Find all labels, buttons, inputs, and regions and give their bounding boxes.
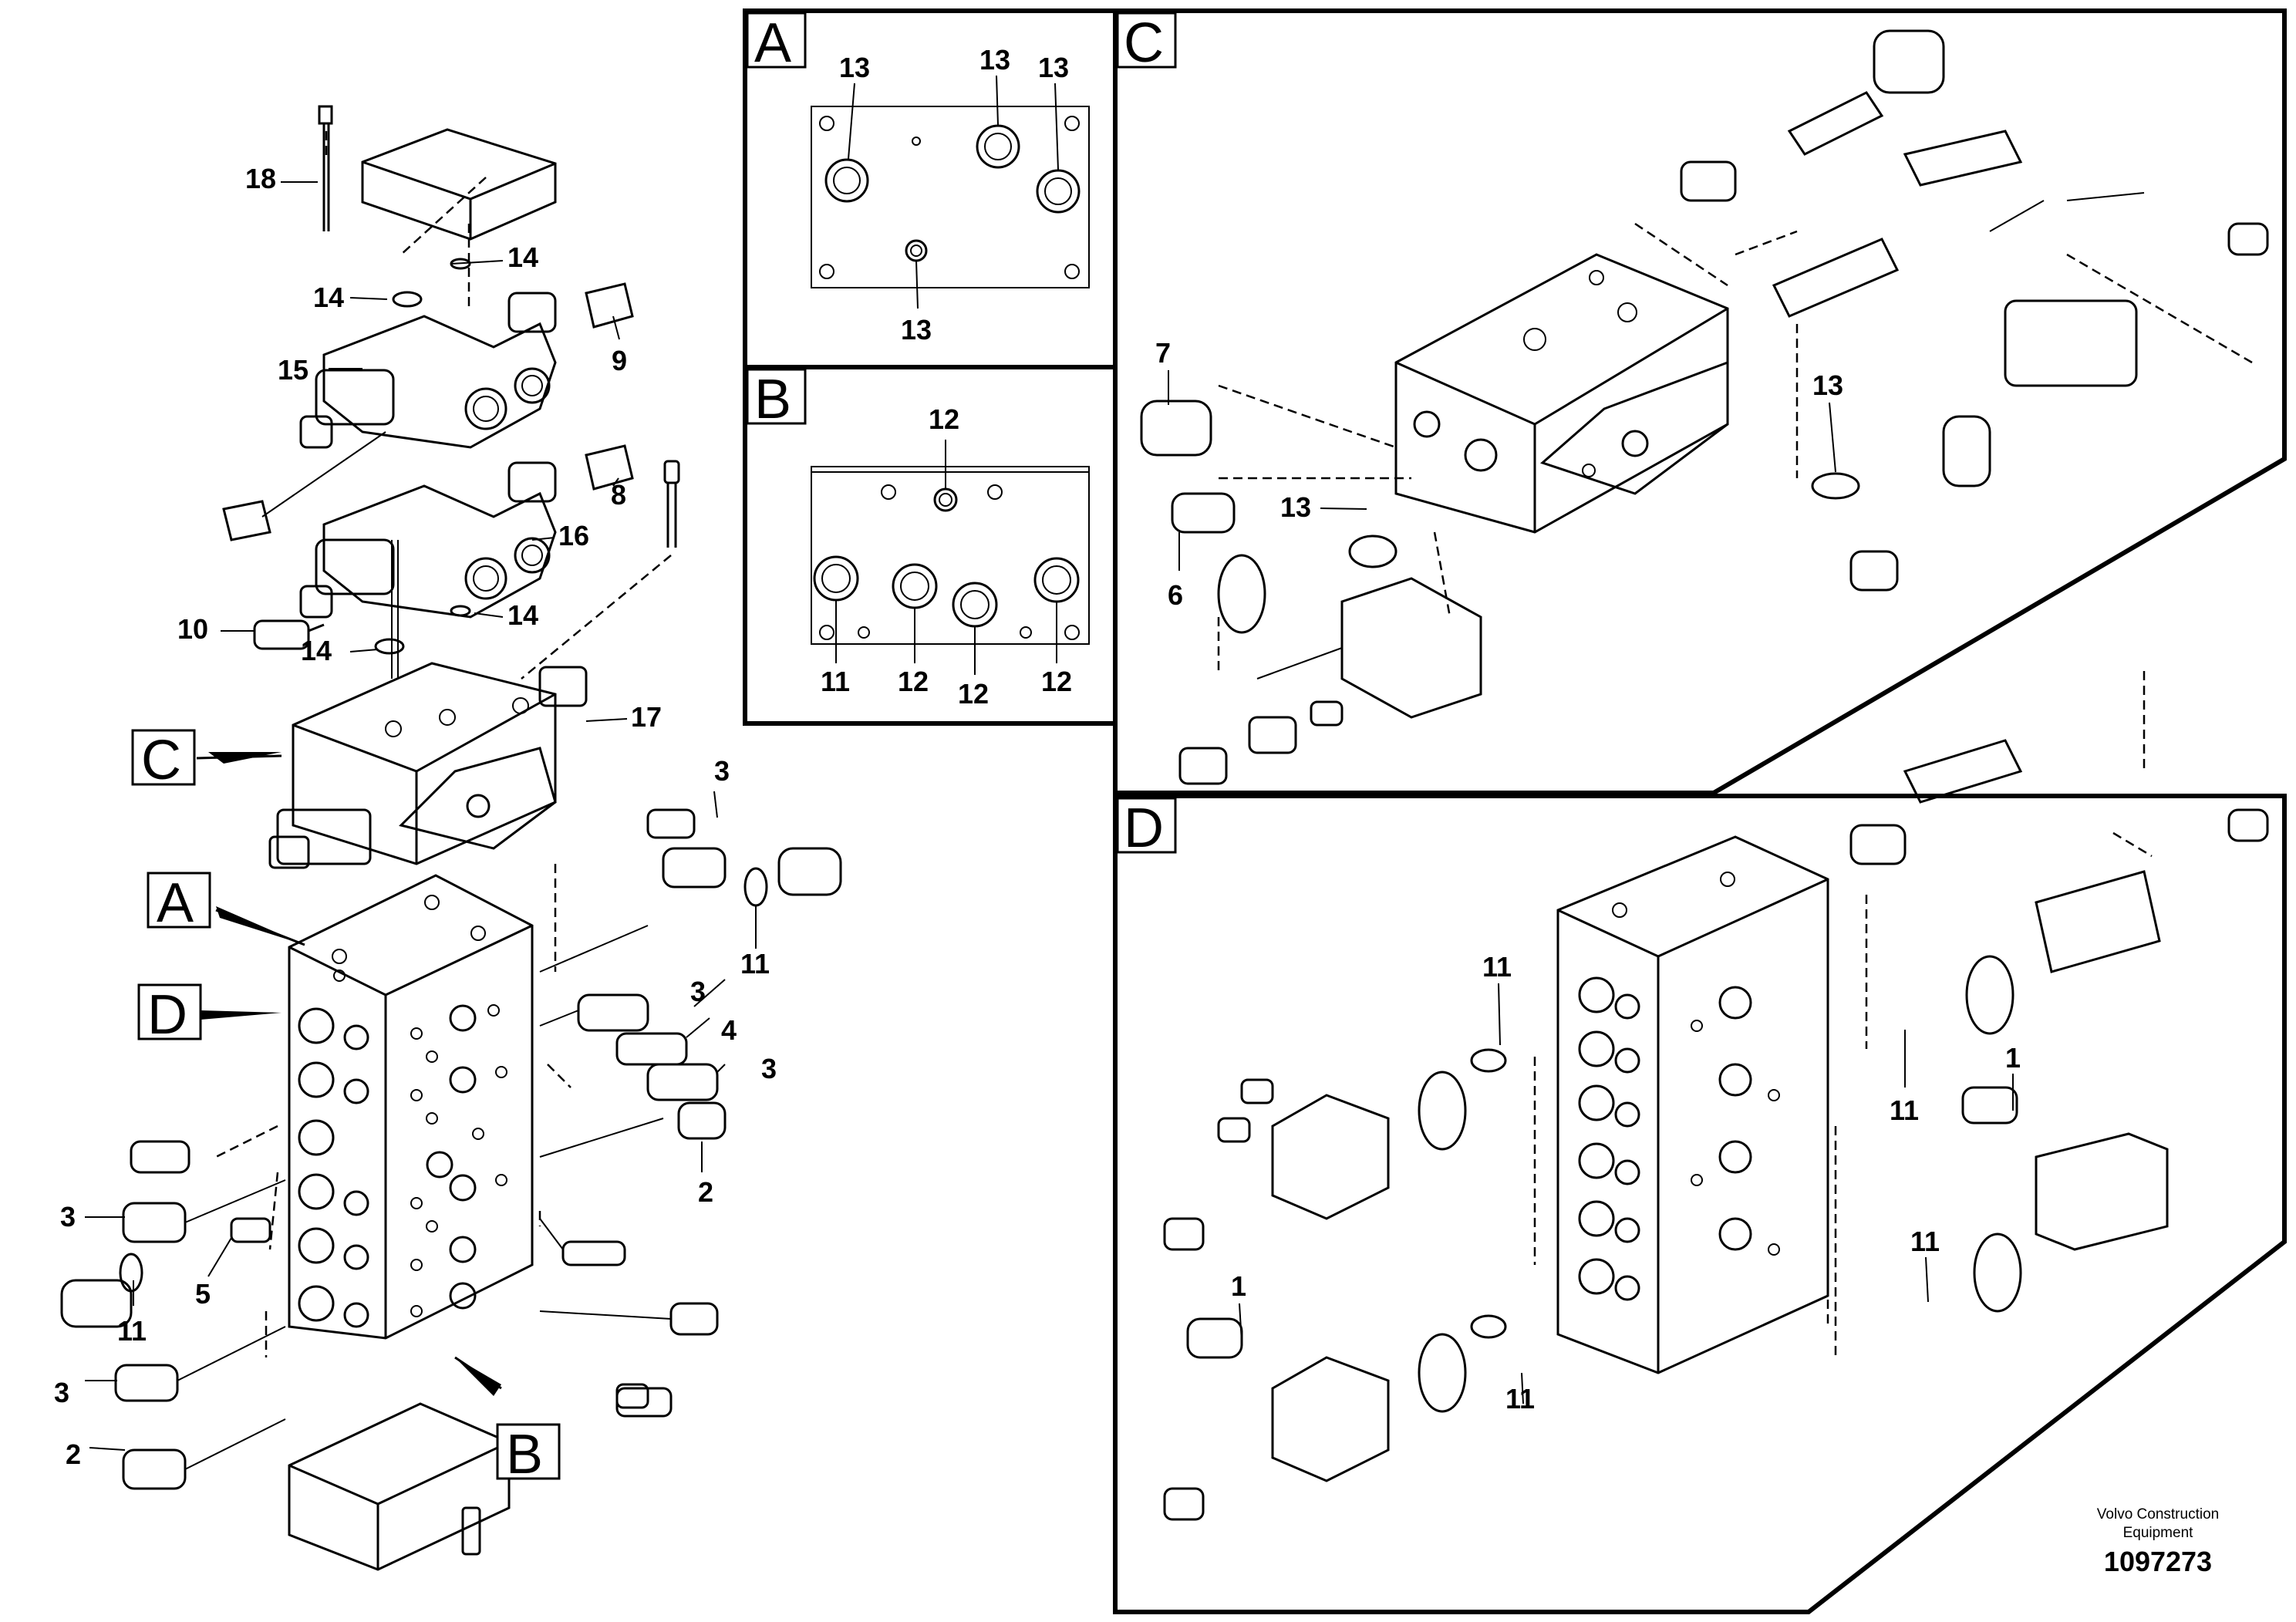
label-10: 10 [177, 613, 208, 645]
label-12: 12 [958, 678, 989, 710]
label-3: 3 [761, 1053, 777, 1084]
label-14: 14 [301, 635, 332, 666]
label-3: 3 [60, 1201, 76, 1233]
callout-c-text: C [141, 730, 181, 791]
panel-d-title: D [1124, 798, 1164, 859]
panel-d-leaders [1239, 983, 2014, 1404]
label-12: 12 [1041, 666, 1072, 697]
panel-b-leaders [835, 440, 1057, 675]
panel-a-title: A [754, 12, 791, 74]
panel-b-plate [811, 466, 1090, 645]
label-3: 3 [54, 1377, 69, 1408]
label-6: 6 [1168, 579, 1183, 611]
label-14: 14 [507, 599, 538, 631]
right-components [538, 808, 842, 1418]
label-13: 13 [979, 44, 1010, 76]
label-3: 3 [690, 976, 706, 1007]
company-line-1: Volvo Construction [2097, 1506, 2219, 1523]
callout-box-b-panel: B [746, 368, 807, 430]
label-2: 2 [698, 1176, 713, 1208]
label-1: 1 [2005, 1042, 2021, 1074]
company-line-2: Equipment [2123, 1525, 2194, 1541]
label-13: 13 [1038, 52, 1069, 83]
label-2: 2 [66, 1438, 81, 1470]
callout-b-text: B [506, 1424, 543, 1485]
left-leaders [85, 181, 757, 1451]
label-13: 13 [1812, 369, 1843, 401]
label-13: 13 [839, 52, 870, 83]
label-11: 11 [1482, 951, 1512, 983]
label-14: 14 [313, 282, 344, 313]
callout-box-c-panel: C [1116, 12, 1177, 74]
label-11: 11 [1890, 1094, 1919, 1126]
panel-c-title: C [1124, 12, 1164, 74]
valve-section-17 [268, 662, 588, 869]
label-14: 14 [507, 241, 538, 273]
callout-d-text: D [147, 984, 187, 1046]
label-13: 13 [901, 314, 932, 346]
callout-box-b-left: B [496, 1423, 561, 1485]
panel-c-leaders [1168, 370, 1836, 571]
panel-c-detail [1140, 29, 2269, 785]
label-8: 8 [611, 479, 626, 511]
bolt-long [521, 460, 680, 679]
valve-section-16 [253, 444, 634, 679]
label-13: 13 [1280, 491, 1311, 523]
panel-frames [743, 8, 2287, 1614]
label-11: 11 [740, 948, 770, 980]
label-12: 12 [929, 403, 959, 435]
panel-a-plate [811, 106, 1090, 288]
label-11: 11 [1910, 1226, 1940, 1257]
drawing-number: 1097273 [2104, 1546, 2212, 1577]
label-17: 17 [631, 701, 662, 733]
label-12: 12 [898, 666, 929, 697]
callout-box-d-panel: D [1116, 797, 1177, 859]
label-11: 11 [117, 1315, 147, 1347]
footer-block: Volvo Construction Equipment 1097273 [2097, 1506, 2219, 1577]
label-5: 5 [195, 1278, 211, 1310]
callout-box-a-panel: A [746, 12, 807, 74]
label-16: 16 [558, 520, 589, 551]
label-4: 4 [721, 1014, 737, 1046]
label-11: 11 [1505, 1383, 1535, 1415]
bottom-plate [288, 1402, 511, 1571]
label-18: 18 [245, 163, 276, 194]
callout-box-c-left: C [131, 729, 196, 791]
label-1: 1 [1231, 1270, 1246, 1302]
label-7: 7 [1155, 337, 1171, 369]
label-9: 9 [612, 345, 627, 376]
callout-pointers [196, 752, 502, 1396]
label-11: 11 [821, 666, 850, 697]
part-labels: 18 14 14 15 9 8 16 10 14 14 17 3 11 3 4 … [54, 44, 2021, 1470]
left-components [60, 1125, 286, 1490]
callout-box-a-left: A [147, 872, 211, 934]
callout-a-text: A [157, 872, 194, 934]
panel-b-title: B [754, 369, 791, 430]
panel-d-frame [1113, 794, 2287, 1614]
label-15: 15 [278, 354, 308, 386]
top-plate-assembly [318, 105, 557, 309]
panel-c-frame [1113, 8, 2287, 795]
label-3: 3 [714, 755, 730, 787]
callout-box-d-left: D [137, 983, 202, 1046]
panel-d-detail [1163, 671, 2269, 1521]
panel-a-leaders [848, 75, 1059, 309]
valve-section-15 [222, 282, 634, 541]
main-valve-block [288, 874, 534, 1340]
